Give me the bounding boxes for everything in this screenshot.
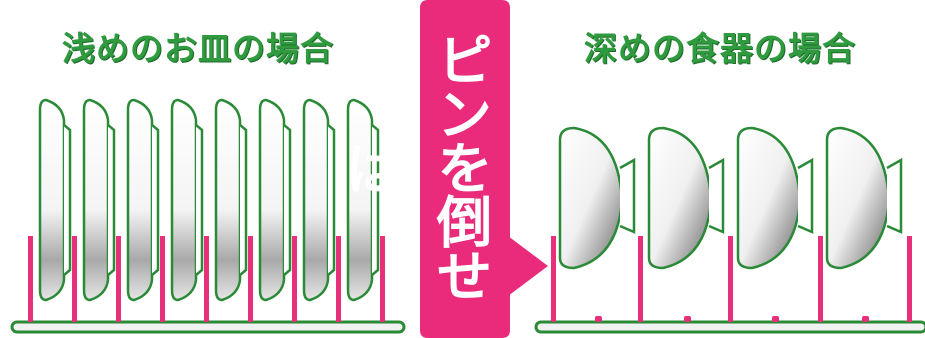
shallow-plate-icon [346,98,380,302]
deep-bowl-icon [558,126,636,270]
upright-pin [72,236,77,322]
shallow-plate-icon [214,98,248,302]
shallow-plate-icon [302,98,336,302]
banner-arrow-shape [420,0,520,338]
shallow-plate-icon [170,98,204,302]
shallow-plate-icon [258,98,292,302]
right-rack-base [534,320,925,334]
folded-pin [684,316,691,322]
upright-pin [907,236,912,322]
deep-bowl-icon [647,126,725,270]
deep-bowl-icon [736,126,814,270]
upright-pin [336,236,341,322]
shallow-plate-icon [38,98,72,302]
upright-pin [28,236,33,322]
upright-pin [204,236,209,322]
deep-dishes-title: 深めの食器の場合 [584,29,856,68]
left-rack-base [10,320,406,334]
folded-pin [772,316,779,322]
pins-fold-banner [420,0,520,338]
shallow-plates-title: 浅めのお皿の場合 [62,29,334,68]
banner-label: ピンを倒せば [337,30,492,301]
upright-pin [551,236,556,322]
upright-pin [160,236,165,322]
folded-pin [862,316,869,322]
upright-pin [638,236,643,322]
shallow-plate-icon [82,98,116,302]
deep-bowl-icon [825,126,903,270]
upright-pin [292,236,297,322]
upright-pin [728,236,733,322]
upright-pin [116,236,121,322]
folded-pin [595,316,602,322]
upright-pin [248,236,253,322]
upright-pin [380,236,385,322]
upright-pin [818,236,823,322]
shallow-plate-icon [126,98,160,302]
